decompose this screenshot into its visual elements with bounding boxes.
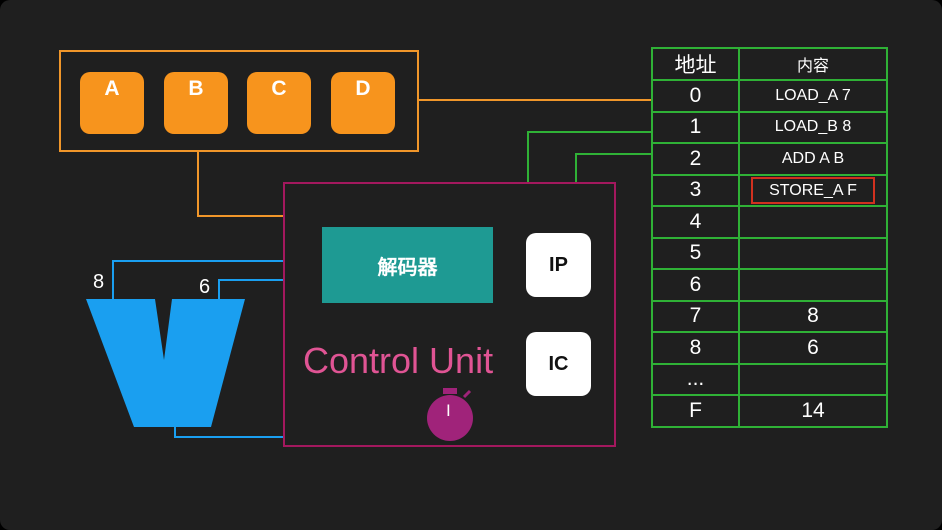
memory-address-cell: ...: [651, 362, 740, 396]
instruction-pointer: IP: [526, 233, 591, 297]
alu-shape: [86, 299, 245, 427]
address-header: 地址: [651, 47, 740, 81]
memory-content-cell: [738, 205, 888, 239]
alu-input-b-wire: [218, 279, 284, 300]
register-c: C: [247, 72, 311, 134]
content-header: 内容: [738, 47, 888, 81]
memory-cu-wire-2: [575, 153, 652, 183]
memory-cu-wire-1: [527, 131, 652, 183]
instruction-counter: IC: [526, 332, 591, 396]
memory-address-cell: 3: [651, 173, 740, 207]
memory-content-cell: 14: [738, 394, 888, 428]
memory-address-cell: F: [651, 394, 740, 428]
memory-header-row: 地址 内容: [651, 47, 888, 81]
register-a: A: [80, 72, 144, 134]
memory-content-cell: STORE_A F: [738, 173, 888, 207]
memory-content-cell: 6: [738, 331, 888, 365]
memory-address-cell: 5: [651, 236, 740, 270]
memory-content-cell: LOAD_B 8: [738, 110, 888, 144]
alu-input-b-label: 6: [199, 276, 211, 298]
memory-row: 4: [651, 205, 888, 239]
clock-icon: [427, 388, 473, 441]
memory-content-cell: [738, 362, 888, 396]
memory-address-cell: 8: [651, 331, 740, 365]
memory-content-cell: 8: [738, 299, 888, 333]
memory-address-cell: 6: [651, 268, 740, 302]
register-d: D: [331, 72, 395, 134]
alu-input-a-wire: [112, 260, 284, 300]
memory-address-cell: 7: [651, 299, 740, 333]
highlighted-instruction: STORE_A F: [751, 176, 875, 204]
register-b: B: [164, 72, 228, 134]
alu-input-a-label: 8: [93, 271, 105, 293]
memory-address-cell: 4: [651, 205, 740, 239]
memory-content-cell: [738, 236, 888, 270]
memory-row: ...: [651, 362, 888, 396]
control-unit-box: [283, 182, 616, 447]
clock-label: I: [446, 401, 451, 420]
memory-row: 6: [651, 268, 888, 302]
memory-address-cell: 2: [651, 142, 740, 176]
register-cu-wire: [197, 152, 284, 217]
memory-content-cell: LOAD_A 7: [738, 79, 888, 113]
register-group: [59, 50, 419, 152]
control-unit-label: Control Unit: [303, 340, 494, 381]
alu-output-wire: [174, 426, 284, 438]
memory-row: 5: [651, 236, 888, 270]
memory-content-cell: [738, 268, 888, 302]
memory-content-cell: ADD A B: [738, 142, 888, 176]
memory-address-cell: 1: [651, 110, 740, 144]
memory-address-cell: 0: [651, 79, 740, 113]
decoder: 解码器: [322, 227, 493, 303]
memory-row: 3 STORE_A F: [651, 173, 888, 207]
